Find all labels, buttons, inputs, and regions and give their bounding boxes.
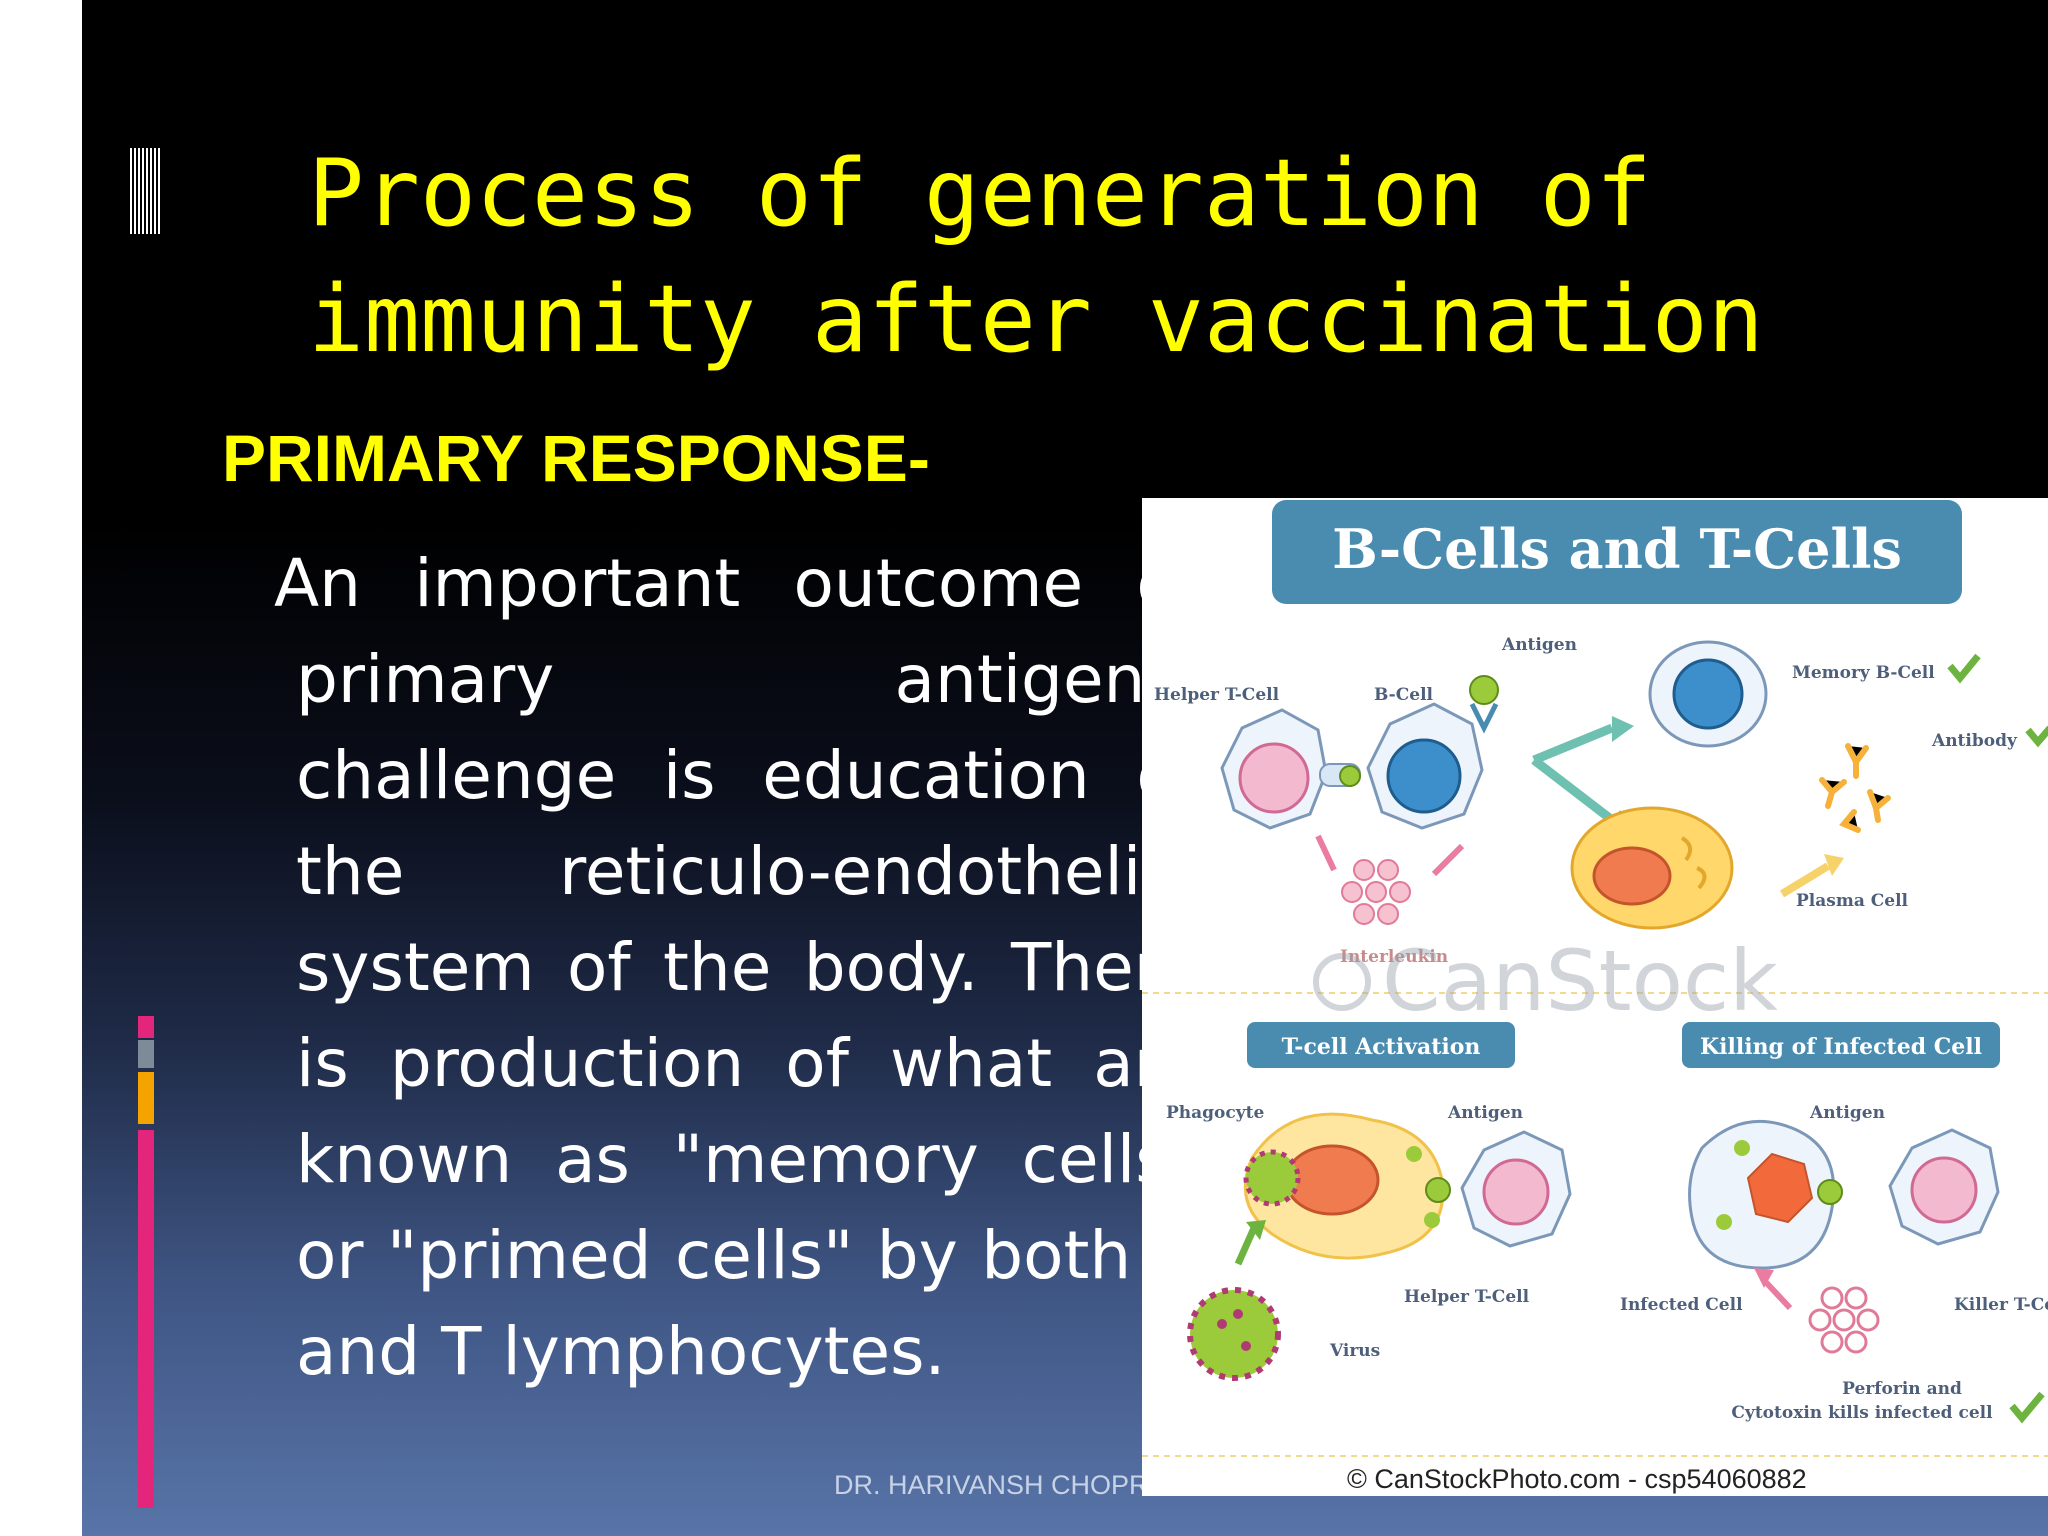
helper-t-cell <box>1220 708 1328 830</box>
label-interleukin: Interleukin <box>1340 947 1448 967</box>
helper-t-cell-2 <box>1425 1130 1572 1248</box>
label-b-cell: B-Cell <box>1374 685 1434 705</box>
figure-illustration: B-Cells and T-Cells <box>1142 500 2048 1457</box>
banner-t-cell-activation <box>1247 1022 1515 1068</box>
slide-title: Process of generation of immunity after … <box>308 130 1808 382</box>
label-plasma-cell: Plasma Cell <box>1796 891 1909 911</box>
label-antigen-2: Antigen <box>1447 1103 1523 1123</box>
watermark: CanStock <box>1313 932 1778 1030</box>
banner-killing-infected-cell <box>1682 1022 2000 1068</box>
slide-title-line2: immunity after vaccination <box>308 265 1764 373</box>
check-icon <box>2009 1391 2045 1424</box>
slide-title-line1: Process of generation of <box>308 139 1652 247</box>
phagocyte <box>1243 1112 1445 1260</box>
label-phagocyte: Phagocyte <box>1166 1103 1264 1123</box>
label-perforin-line2: Cytotoxin kills infected cell <box>1731 1403 1993 1423</box>
label-helper-t-cell-2: Helper T-Cell <box>1404 1287 1530 1307</box>
footer-author: DR. HARIVANSH CHOPRA <box>834 1470 1167 1500</box>
virus-small <box>1243 1149 1301 1207</box>
perforin-molecules <box>1808 1286 1880 1354</box>
check-icon <box>2025 725 2048 748</box>
section-heading: PRIMARY RESPONSE- <box>222 421 930 495</box>
decorative-lines <box>130 148 160 234</box>
figure-title-banner <box>1272 500 1962 604</box>
label-killer-t-cell: Killer T-Ce <box>1954 1295 2048 1315</box>
killer-t-cell <box>1888 1128 2000 1246</box>
accent-bar-magenta-small <box>138 1016 154 1038</box>
interleukin-molecules <box>1341 859 1411 925</box>
body-paragraph: An important outcome of primary antigeni… <box>274 545 1200 1390</box>
b-cell <box>1366 702 1484 830</box>
left-margin-strip <box>0 0 82 1536</box>
figure-title: B-Cells and T-Cells <box>1332 517 1902 581</box>
accent-bar-gray <box>138 1040 154 1068</box>
accent-bar-magenta <box>138 1130 154 1508</box>
memory-b-cell <box>1648 640 1768 748</box>
label-t-cell-activation: T-cell Activation <box>1282 1034 1481 1060</box>
label-killing-infected-cell: Killing of Infected Cell <box>1700 1034 1982 1060</box>
label-antibody: Antibody <box>1931 731 2018 751</box>
watermark-text: CanStock <box>1382 932 1778 1030</box>
virus <box>1187 1287 1281 1381</box>
antibodies <box>1819 743 1891 833</box>
label-infected-cell: Infected Cell <box>1620 1295 1743 1315</box>
immune-cells-figure: B-Cells and T-Cells <box>1142 498 2048 1496</box>
label-antigen-3: Antigen <box>1809 1103 1885 1123</box>
infected-cell <box>1688 1119 1843 1270</box>
label-helper-t-cell: Helper T-Cell <box>1154 685 1280 705</box>
label-antigen: Antigen <box>1501 635 1577 655</box>
accent-bar-orange <box>138 1072 154 1124</box>
check-icon <box>1947 653 1981 684</box>
image-credit: © CanStockPhoto.com - csp54060882 <box>1347 1464 1807 1494</box>
label-perforin-line1: Perforin and <box>1842 1379 1962 1399</box>
label-memory-b-cell: Memory B-Cell <box>1792 663 1935 683</box>
plasma-cell <box>1570 806 1734 930</box>
label-virus: Virus <box>1329 1341 1380 1361</box>
